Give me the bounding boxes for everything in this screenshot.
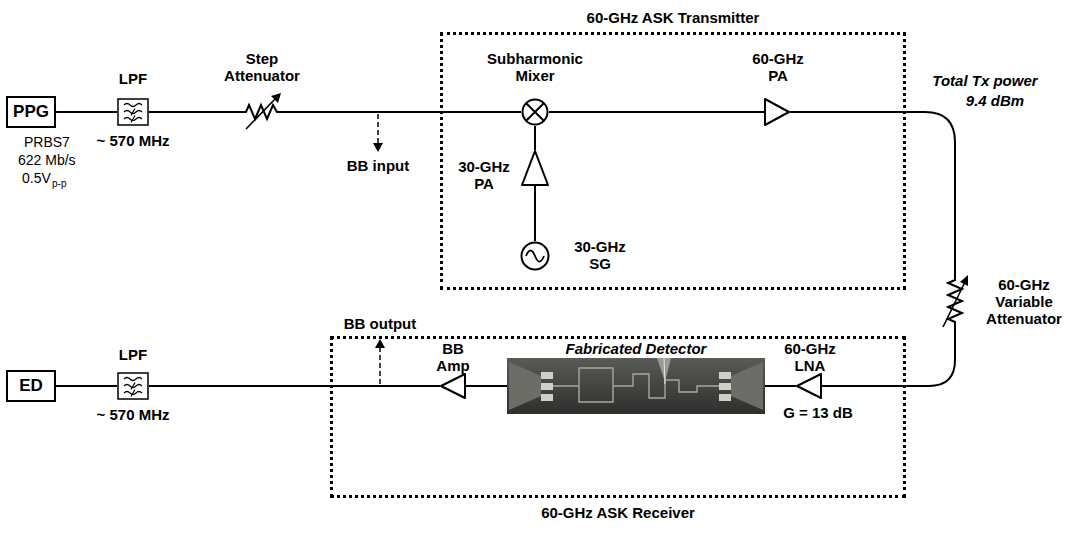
signal-wire bbox=[534, 126, 536, 150]
node-label: LPF bbox=[108, 70, 158, 87]
signal-wire bbox=[149, 385, 440, 387]
signal-wire bbox=[534, 186, 536, 241]
amplifier-symbol: 60-GHz PA bbox=[764, 98, 790, 126]
signal-spec: PRBS7 bbox=[24, 134, 70, 151]
signal-wire bbox=[286, 111, 521, 113]
signal-spec: 622 Mb/s bbox=[18, 152, 76, 169]
node-label: Step Attenuator bbox=[216, 50, 308, 84]
source-symbol-outline bbox=[520, 241, 550, 271]
amplifier-symbol: BB Amp bbox=[440, 373, 466, 399]
node-label: Fabricated Detector bbox=[536, 340, 736, 357]
node-note: ~ 570 MHz bbox=[88, 132, 178, 149]
block-group: 60-GHz ASK TransmitterSubharmonic Mixer6… bbox=[440, 32, 906, 290]
signal-wire bbox=[549, 111, 764, 113]
amplifier-symbol: 30-GHz PA bbox=[521, 150, 549, 186]
node-label: Subharmonic Mixer bbox=[480, 50, 590, 84]
probe-label: BB output bbox=[330, 315, 430, 332]
attenuator-symbol-outline bbox=[240, 92, 286, 132]
amplifier-symbol-outline bbox=[440, 373, 466, 399]
node-label: 60-GHz Variable Attenuator bbox=[980, 276, 1068, 327]
signal-wire bbox=[822, 332, 955, 386]
amplifier-symbol-outline bbox=[521, 150, 549, 186]
signal-wire bbox=[765, 385, 796, 387]
amplifier-symbol: 60-GHz LNAG = 13 dB bbox=[796, 373, 822, 399]
node-note: G = 13 dB bbox=[770, 404, 866, 421]
signal-wire bbox=[149, 111, 240, 113]
amplifier-symbol-outline bbox=[796, 373, 822, 399]
signal-spec-subscript: p-p bbox=[52, 178, 66, 190]
mixer-symbol-outline bbox=[521, 98, 549, 126]
bb-output-probe bbox=[379, 347, 381, 384]
filter-symbol-outline bbox=[117, 372, 149, 400]
signal-wire bbox=[466, 385, 507, 387]
filter-symbol-outline bbox=[117, 98, 149, 126]
node-label: 30-GHz SG bbox=[567, 238, 633, 272]
attenuator-symbol: Step Attenuator bbox=[240, 92, 286, 132]
block-group: 60-GHz ASK ReceiverBB AmpFabricated Dete… bbox=[330, 336, 906, 498]
node-label: BB Amp bbox=[430, 340, 476, 374]
instrument-box: ED bbox=[6, 370, 56, 402]
node-label: PPG bbox=[13, 102, 49, 122]
node-label: LPF bbox=[108, 346, 158, 363]
mixer-symbol: Subharmonic Mixer bbox=[521, 98, 549, 126]
filter-symbol: LPF~ 570 MHz bbox=[117, 372, 149, 400]
source-symbol: 30-GHz SG bbox=[520, 241, 550, 271]
power-note: Total Tx power bbox=[920, 72, 1050, 89]
node-label: 60-GHz LNA bbox=[775, 340, 845, 374]
probe-label: BB input bbox=[330, 157, 426, 174]
signal-spec: 0.5V bbox=[22, 170, 51, 187]
node-note: ~ 570 MHz bbox=[88, 406, 178, 423]
detector-photo-outline bbox=[507, 358, 765, 414]
signal-wire bbox=[56, 111, 117, 113]
bb-input-head bbox=[373, 143, 383, 152]
attenuator-symbol: 60-GHz Variable Attenuator bbox=[940, 272, 970, 332]
node-label: 60-GHz ASK Receiver bbox=[498, 504, 738, 521]
bb-input-probe bbox=[377, 114, 379, 144]
signal-wire bbox=[790, 112, 955, 272]
attenuator-symbol-outline bbox=[940, 272, 970, 332]
bb-output-head bbox=[375, 339, 385, 348]
node-label: ED bbox=[19, 376, 43, 396]
amplifier-symbol-outline bbox=[764, 98, 790, 126]
node-label: 60-GHz PA bbox=[743, 50, 813, 84]
signal-wire bbox=[56, 385, 117, 387]
power-note: 9.4 dBm bbox=[955, 92, 1035, 109]
filter-symbol: LPF~ 570 MHz bbox=[117, 98, 149, 126]
node-label: 60-GHz ASK Transmitter bbox=[543, 9, 803, 26]
detector-photo: Fabricated Detector bbox=[507, 358, 765, 414]
instrument-box: PPG bbox=[6, 96, 56, 128]
node-label: 30-GHz PA bbox=[451, 158, 517, 192]
